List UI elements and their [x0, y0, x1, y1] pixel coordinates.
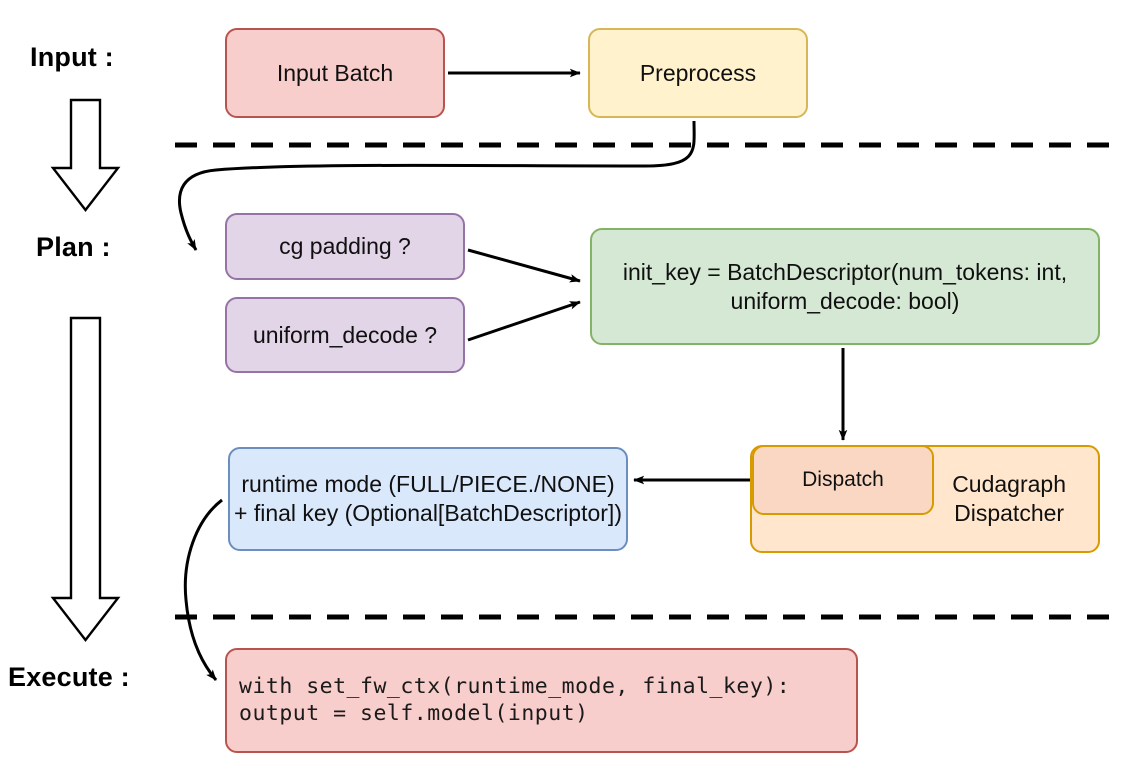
node-init-key[interactable]: init_key = BatchDescriptor(num_tokens: i… [590, 228, 1100, 345]
node-runtime-mode-label: runtime mode (FULL/PIECE./NONE) + final … [234, 471, 622, 526]
node-preprocess[interactable]: Preprocess [588, 28, 808, 118]
edge-cg-padding-to-init-key [467, 248, 581, 283]
node-cg-padding[interactable]: cg padding ? [225, 213, 465, 280]
stage-label-plan: Plan : [36, 232, 111, 262]
node-input-batch-label: Input Batch [276, 59, 394, 86]
input-to-plan-arrow [50, 98, 121, 212]
node-uniform-decode[interactable]: uniform_decode ? [225, 297, 465, 373]
node-input-batch[interactable]: Input Batch [225, 28, 445, 118]
plan-to-execute-arrow [50, 316, 121, 642]
node-execute-code-label: with set_fw_ctx(runtime_mode, final_key)… [239, 673, 791, 726]
stage-label-execute: Execute : [8, 662, 130, 692]
edge-uniform-decode-to-init-key [467, 300, 581, 342]
node-uniform-decode-label: uniform_decode ? [252, 321, 438, 348]
node-execute-code[interactable]: with set_fw_ctx(runtime_mode, final_key)… [225, 648, 858, 753]
node-init-key-label: init_key = BatchDescriptor(num_tokens: i… [622, 258, 1068, 314]
edge-runtime-mode-to-execute-code [183, 498, 223, 681]
stage-label-input: Input : [30, 42, 114, 72]
node-dispatch[interactable]: Dispatch [752, 445, 934, 515]
node-cudagraph-dispatcher-label: Cudagraph Dispatcher [952, 471, 1066, 526]
node-dispatch-label: Dispatch [802, 467, 884, 491]
node-preprocess-label: Preprocess [639, 59, 757, 86]
node-cg-padding-label: cg padding ? [279, 233, 411, 260]
node-runtime-mode[interactable]: runtime mode (FULL/PIECE./NONE) + final … [228, 447, 628, 551]
